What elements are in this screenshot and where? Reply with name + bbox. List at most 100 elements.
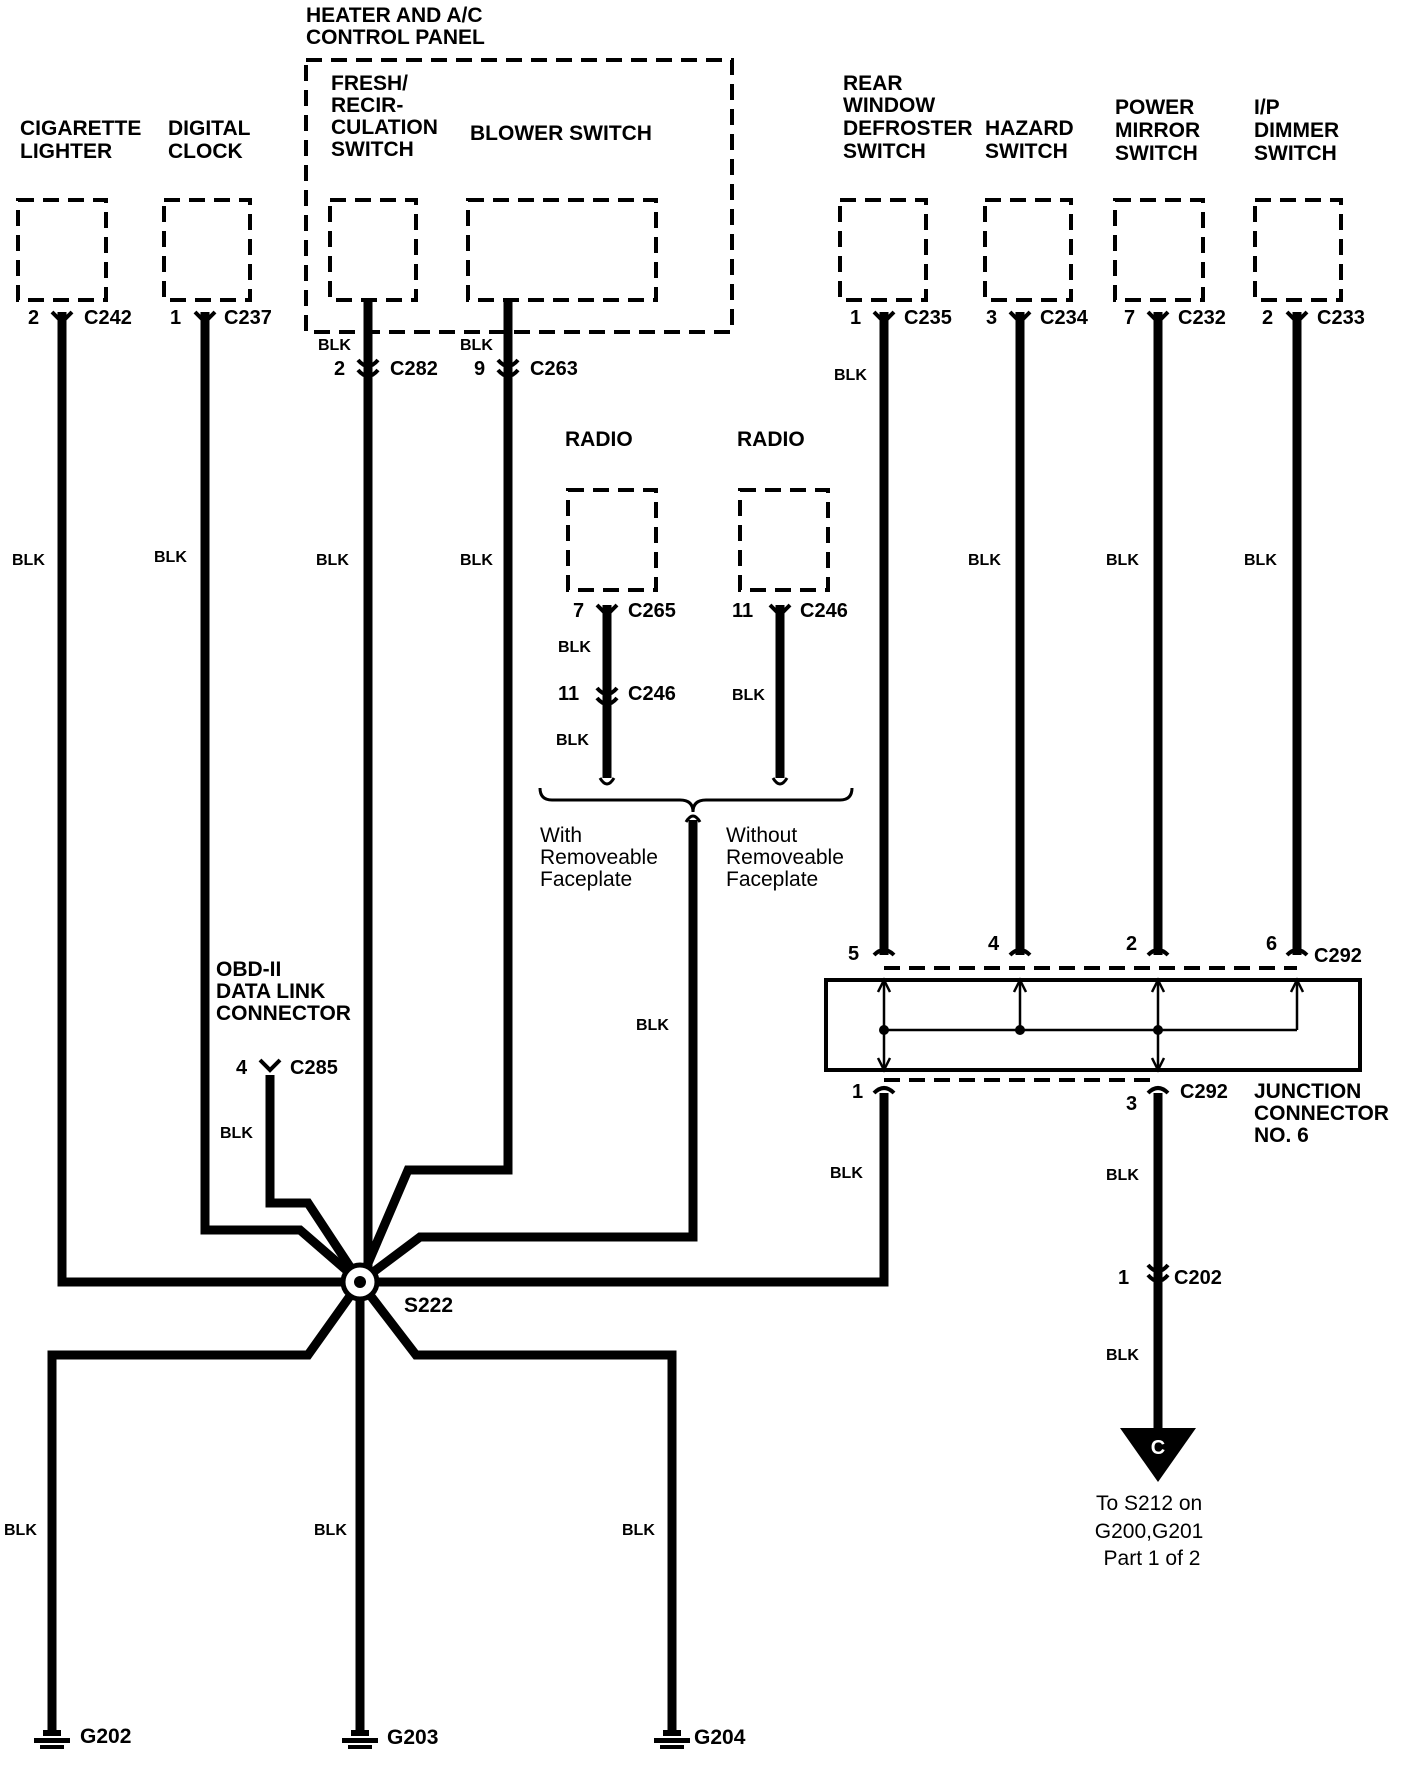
c246-b-pin: 11 <box>558 683 579 705</box>
ground-icon-g203 <box>342 1730 378 1749</box>
c285-pin: 4 <box>236 1057 248 1079</box>
c282-id: C282 <box>390 358 438 380</box>
blk-label-c282: BLK <box>318 337 351 354</box>
c232-pin: 7 <box>1124 307 1135 329</box>
blk-label-g204: BLK <box>622 1522 655 1539</box>
c292-pin-3: 3 <box>1126 1093 1137 1115</box>
radio-box-1 <box>566 488 658 592</box>
connector-terminals <box>50 310 1309 1283</box>
blk-label-c235: BLK <box>834 367 867 384</box>
ip-dimmer-switch-label: I/P DIMMER SWITCH <box>1254 96 1345 165</box>
c282-pin: 2 <box>334 358 345 380</box>
c246-b-id: C246 <box>628 683 676 705</box>
radio-label-2: RADIO <box>737 428 805 451</box>
wire-cigarette-lighter <box>57 312 360 1287</box>
ground-label-g204: G204 <box>694 1726 746 1749</box>
blk-label-radio-lower: BLK <box>556 732 589 749</box>
wire-g204 <box>356 1279 677 1730</box>
blk-label-recirc: BLK <box>316 552 349 569</box>
blk-label-blower: BLK <box>460 552 493 569</box>
c202-pin: 1 <box>1118 1267 1129 1289</box>
ground-label-g202: G202 <box>80 1725 131 1748</box>
c234-pin: 3 <box>986 307 997 329</box>
c234-id: C234 <box>1040 307 1089 329</box>
splice-label: S222 <box>404 1294 453 1317</box>
fresh-recirc-switch-box <box>328 198 418 302</box>
wire-junction-to-splice <box>360 1093 889 1287</box>
obd-connector-label: OBD-II DATA LINK CONNECTOR <box>216 958 351 1025</box>
wire-digital-clock <box>200 312 363 1286</box>
c285-id: C285 <box>290 1057 338 1079</box>
blk-label-radio-2: BLK <box>732 687 765 704</box>
cigarette-lighter-box <box>16 198 108 302</box>
offpage-note: To S212 on G200,G201 Part 1 of 2 <box>1095 1492 1209 1570</box>
c292-pin-6: 6 <box>1266 933 1277 955</box>
c235-pin: 1 <box>850 307 861 329</box>
blk-label-radio-upper: BLK <box>558 639 591 656</box>
blk-label-cigarette: BLK <box>12 552 45 569</box>
blk-label-junction-1: BLK <box>830 1165 863 1182</box>
rear-defroster-switch-box <box>838 198 928 302</box>
c292-pin-2: 2 <box>1126 933 1137 955</box>
c237-pin: 1 <box>170 307 181 329</box>
heater-panel-label: HEATER AND A/C CONTROL PANEL <box>306 4 488 49</box>
power-mirror-switch-box <box>1113 198 1205 302</box>
offpage-marker-letter: C <box>1151 1437 1165 1459</box>
c237-id: C237 <box>224 307 272 329</box>
blk-label-g202: BLK <box>4 1522 37 1539</box>
blk-label-hazard: BLK <box>968 552 1001 569</box>
blk-label-junction-3: BLK <box>1106 1167 1139 1184</box>
faceplate-terminals <box>598 777 789 823</box>
c292-top-id: C292 <box>1314 945 1362 967</box>
splice-s222-center <box>354 1276 366 1288</box>
junction-connector-label: JUNCTION CONNECTOR NO. 6 <box>1254 1080 1395 1147</box>
c265-id: C265 <box>628 600 676 622</box>
offpage-marker <box>1120 1428 1196 1482</box>
c242-id: C242 <box>84 307 132 329</box>
c263-pin: 9 <box>474 358 485 380</box>
without-faceplate-note: Without Removeable Faceplate <box>726 824 850 891</box>
blk-label-faceplate: BLK <box>636 1017 669 1034</box>
c265-pin: 7 <box>573 600 584 622</box>
c292-bottom-id: C292 <box>1180 1081 1228 1103</box>
c235-id: C235 <box>904 307 952 329</box>
hazard-switch-box <box>983 198 1073 302</box>
c242-pin: 2 <box>28 307 39 329</box>
fresh-recirc-switch-label: FRESH/ RECIR- CULATION SWITCH <box>331 72 444 161</box>
power-mirror-switch-label: POWER MIRROR SWITCH <box>1115 96 1206 165</box>
c292-pin-1: 1 <box>852 1081 863 1103</box>
junction-connector-box <box>824 978 1362 1072</box>
blk-label-g203: BLK <box>314 1522 347 1539</box>
c263-id: C263 <box>530 358 578 380</box>
c292-pin-5: 5 <box>848 943 859 965</box>
wire-blower-switch <box>355 300 513 1284</box>
blk-label-obd: BLK <box>220 1125 253 1142</box>
blk-label-mirror: BLK <box>1106 552 1139 569</box>
wire-obd-connector <box>265 1075 364 1285</box>
c233-id: C233 <box>1317 307 1365 329</box>
wire-g202 <box>47 1279 364 1730</box>
cigarette-lighter-label: CIGARETTE LIGHTER <box>20 117 147 163</box>
blower-switch-box <box>466 198 658 302</box>
junction-internal-bus <box>876 977 1305 1073</box>
c202-id: C202 <box>1174 1267 1222 1289</box>
wire-radio <box>357 820 698 1286</box>
radio-box-2 <box>738 488 830 592</box>
blk-label-clock: BLK <box>154 549 187 566</box>
heater-panel-box <box>304 58 734 334</box>
ground-label-g203: G203 <box>387 1726 438 1749</box>
ip-dimmer-switch-box <box>1253 198 1343 302</box>
ground-icon-g202 <box>34 1730 70 1749</box>
digital-clock-label: DIGITAL CLOCK <box>168 117 256 163</box>
blk-label-c202: BLK <box>1106 1347 1139 1364</box>
radio-label-1: RADIO <box>565 428 633 451</box>
blk-label-c263: BLK <box>460 337 493 354</box>
c246-a-id: C246 <box>800 600 848 622</box>
c233-pin: 2 <box>1262 307 1273 329</box>
c292-pin-4: 4 <box>988 933 1000 955</box>
digital-clock-box <box>162 198 252 302</box>
hazard-switch-label: HAZARD SWITCH <box>985 117 1080 163</box>
c246-a-pin: 11 <box>732 600 753 622</box>
